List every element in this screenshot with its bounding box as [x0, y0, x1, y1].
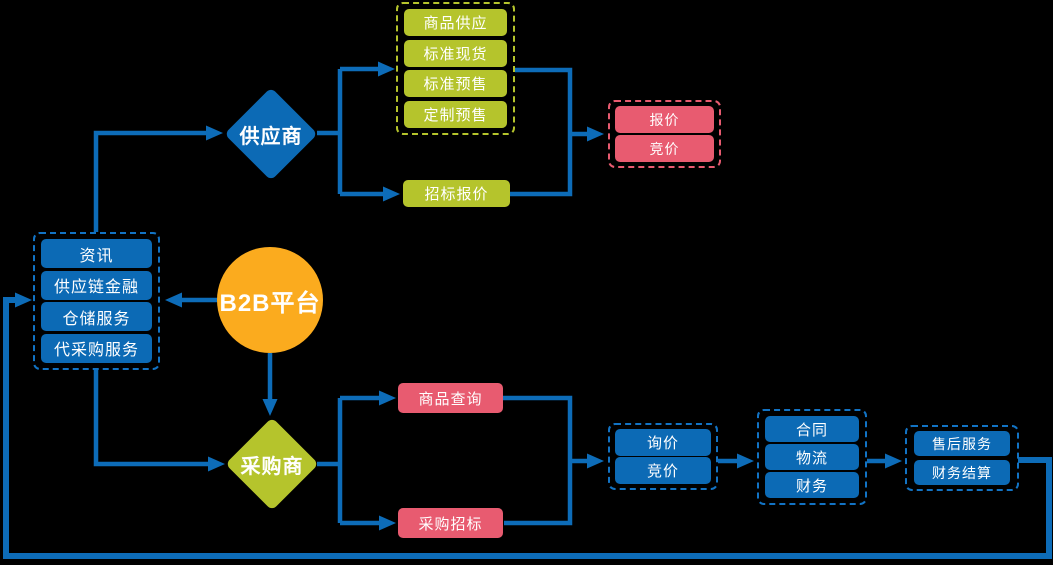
arrow-to-tender-quote	[383, 186, 400, 202]
arrow-to-supplier	[206, 125, 223, 141]
platform-services-group: 资讯 供应链金融 仓储服务 代采购服务	[33, 232, 160, 370]
node-after-sales-service: 售后服务	[914, 431, 1010, 456]
node-finance: 财务	[765, 472, 859, 498]
node-standard-presale: 标准预售	[404, 70, 507, 98]
node-purchasing-agent-service: 代采购服务	[41, 333, 152, 363]
node-tender-quote: 招标报价	[403, 180, 510, 207]
transaction-group: 合同 物流 财务	[757, 409, 867, 505]
node-standard-spot: 标准现货	[404, 39, 507, 67]
arrow-to-product-query	[379, 390, 396, 406]
arrow-to-services	[165, 292, 182, 308]
node-product-supply: 商品供应	[404, 9, 507, 36]
arrow-to-supply-modes	[378, 61, 395, 77]
node-logistics: 物流	[765, 444, 859, 470]
node-product-query: 商品查询	[398, 383, 503, 413]
node-b2b-platform: B2B平台	[217, 247, 323, 353]
arrow-to-transaction	[737, 453, 754, 469]
arrow-to-buyer-pricing	[587, 453, 604, 469]
after-sales-group: 售后服务 财务结算	[905, 425, 1019, 491]
connector-merge-to-buyer-pricing	[502, 395, 588, 526]
connector-feedback-loop	[3, 297, 1052, 559]
node-financial-settlement: 财务结算	[914, 460, 1010, 485]
arrow-down-to-buyer	[262, 399, 278, 416]
connector-merge-to-supplier-pricing	[510, 67, 588, 197]
arrow-feedback-to-services	[15, 292, 32, 308]
node-bid: 竞价	[615, 135, 714, 162]
connector-supplier-branches	[317, 66, 384, 197]
arrow-to-aftersales	[885, 453, 902, 469]
supplier-label: 供应商	[239, 125, 303, 148]
node-quote: 报价	[615, 106, 714, 133]
connector-services-to-buyer	[93, 370, 209, 467]
connector-buyer-branches	[317, 395, 381, 526]
supply-modes-group: 商品供应 标准现货 标准预售 定制预售	[396, 2, 515, 135]
node-contract: 合同	[765, 416, 859, 442]
connector-services-to-supplier	[93, 130, 207, 232]
buyer-label: 采购商	[240, 455, 304, 478]
node-supply-chain-finance: 供应链金融	[41, 270, 152, 300]
node-warehouse-service: 仓储服务	[41, 302, 152, 332]
node-info-service: 资讯	[41, 239, 152, 268]
node-purchase-tender: 采购招标	[398, 508, 503, 538]
arrow-to-purchase-tender	[379, 515, 396, 531]
arrow-to-supplier-pricing	[587, 126, 604, 142]
arrow-to-buyer	[208, 456, 225, 472]
node-inquiry: 询价	[615, 429, 711, 456]
supplier-pricing-group: 报价 竞价	[608, 100, 721, 168]
node-buyer-bid: 竞价	[615, 457, 711, 484]
node-custom-presale: 定制预售	[404, 100, 507, 128]
buyer-pricing-group: 询价 竞价	[608, 423, 718, 490]
